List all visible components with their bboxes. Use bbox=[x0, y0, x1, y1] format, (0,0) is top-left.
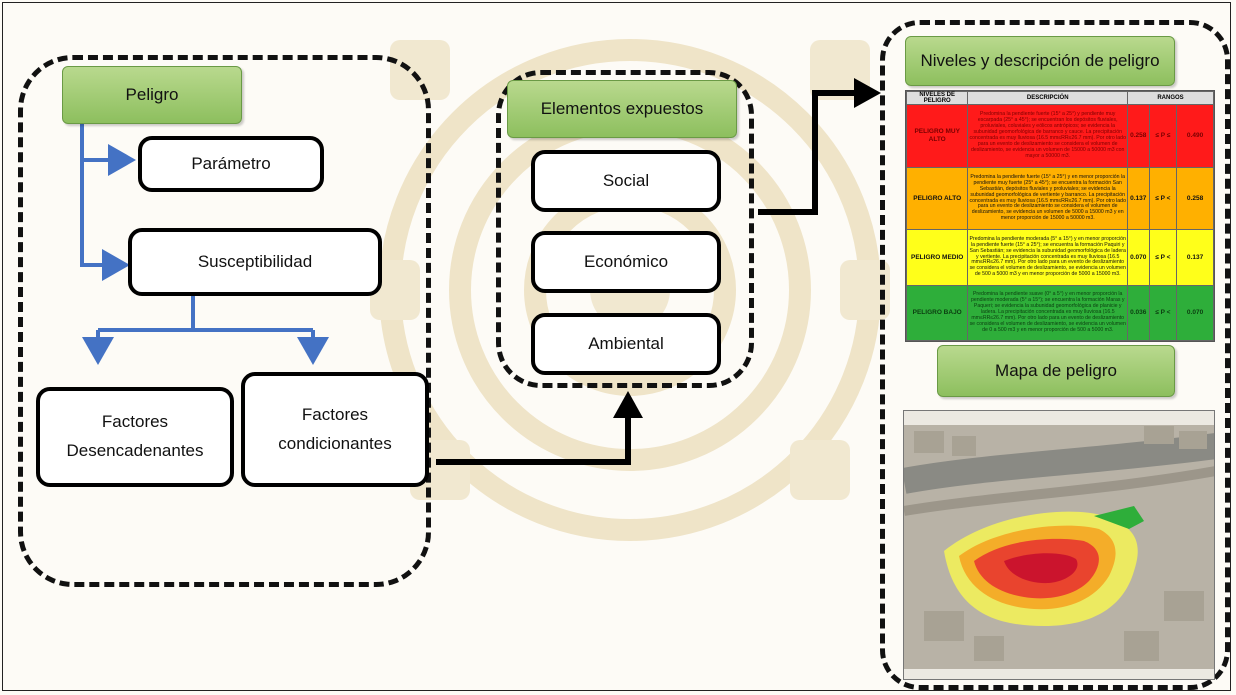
table-cell-range-low: 0.137 bbox=[1127, 166, 1150, 231]
table-cell-description: Predomina la pendiente moderada (5° a 15… bbox=[967, 229, 1129, 286]
blue-arrows bbox=[80, 120, 329, 365]
table-cell-level: PELIGRO MUY ALTO bbox=[905, 104, 969, 168]
parametro-label: Parámetro bbox=[191, 153, 271, 173]
mapa-peligro-box: Mapa de peligro bbox=[937, 345, 1175, 397]
susceptibilidad-label: Susceptibilidad bbox=[197, 251, 313, 271]
factores-condicionantes-box: Factores condicionantes bbox=[241, 372, 429, 487]
factores-desencadenantes-line2: Desencadenantes bbox=[66, 441, 204, 460]
hazard-map-drawing bbox=[904, 411, 1214, 679]
factores-condicionantes-line1: Factores bbox=[301, 404, 369, 424]
niveles-container bbox=[880, 20, 1230, 690]
table-cell-level: PELIGRO MEDIO bbox=[905, 229, 969, 286]
factores-desencadenantes-box: Factores Desencadenantes bbox=[36, 387, 234, 487]
table-cell-range-op: ≤ P < bbox=[1148, 166, 1178, 231]
social-box: Social bbox=[531, 150, 721, 212]
table-header-row: NIVELES DE PELIGRO DESCRIPCIÓN RANGOS bbox=[905, 91, 1214, 105]
ambiental-label: Ambiental bbox=[588, 333, 664, 353]
peligro-box: Peligro bbox=[62, 66, 242, 124]
table-cell-range-high: 0.137 bbox=[1176, 229, 1214, 286]
table-header-descripcion: DESCRIPCIÓN bbox=[967, 91, 1129, 105]
table-cell-range-high: 0.258 bbox=[1176, 166, 1214, 231]
elementos-container bbox=[496, 70, 754, 388]
table-cell-range-high: 0.070 bbox=[1176, 284, 1214, 342]
niveles-descripcion-label: Niveles y descripción de peligro bbox=[920, 51, 1160, 70]
table-header-rangos: RANGOS bbox=[1127, 91, 1214, 105]
mapa-peligro-label: Mapa de peligro bbox=[995, 361, 1117, 380]
table-cell-range-high: 0.490 bbox=[1176, 104, 1214, 168]
table-cell-range-op: ≤ P < bbox=[1148, 284, 1178, 342]
table-cell-level: PELIGRO ALTO bbox=[905, 166, 969, 231]
elementos-expuestos-label: Elementos expuestos bbox=[540, 99, 704, 118]
factores-desencadenantes-line1: Factores bbox=[101, 412, 169, 432]
table-cell-range-low: 0.070 bbox=[1127, 229, 1150, 286]
factores-condicionantes-line2: condicionantes bbox=[278, 433, 392, 453]
economico-label: Económico bbox=[583, 251, 669, 271]
ambiental-box: Ambiental bbox=[531, 313, 721, 375]
peligro-container bbox=[18, 55, 431, 587]
table-cell-description: Predomina la pendiente fuerte (15° a 25°… bbox=[967, 104, 1129, 168]
peligro-table: NIVELES DE PELIGRO DESCRIPCIÓN RANGOS PE… bbox=[905, 90, 1215, 342]
table-cell-range-low: 0.036 bbox=[1127, 284, 1150, 342]
black-arrows bbox=[436, 78, 881, 465]
parametro-box: Parámetro bbox=[138, 136, 324, 192]
table-cell-range-op: ≤ P ≤ bbox=[1148, 104, 1178, 168]
niveles-descripcion-box: Niveles y descripción de peligro bbox=[905, 36, 1175, 86]
table-cell-range-low: 0.258 bbox=[1127, 104, 1150, 168]
susceptibilidad-box: Susceptibilidad bbox=[128, 228, 382, 296]
table-cell-range-op: ≤ P < bbox=[1148, 229, 1178, 286]
elementos-expuestos-box: Elementos expuestos bbox=[507, 80, 737, 138]
hazard-map-image bbox=[903, 410, 1215, 680]
table-cell-description: Predomina la pendiente fuerte (15° a 25°… bbox=[967, 166, 1129, 231]
economico-box: Económico bbox=[531, 231, 721, 293]
social-label: Social bbox=[602, 170, 650, 190]
peligro-label: Peligro bbox=[125, 85, 179, 104]
table-cell-description: Predomina la pendiente suave (0° a 5°) y… bbox=[967, 284, 1129, 342]
table-header-niveles: NIVELES DE PELIGRO bbox=[905, 91, 969, 105]
table-cell-level: PELIGRO BAJO bbox=[905, 284, 969, 342]
